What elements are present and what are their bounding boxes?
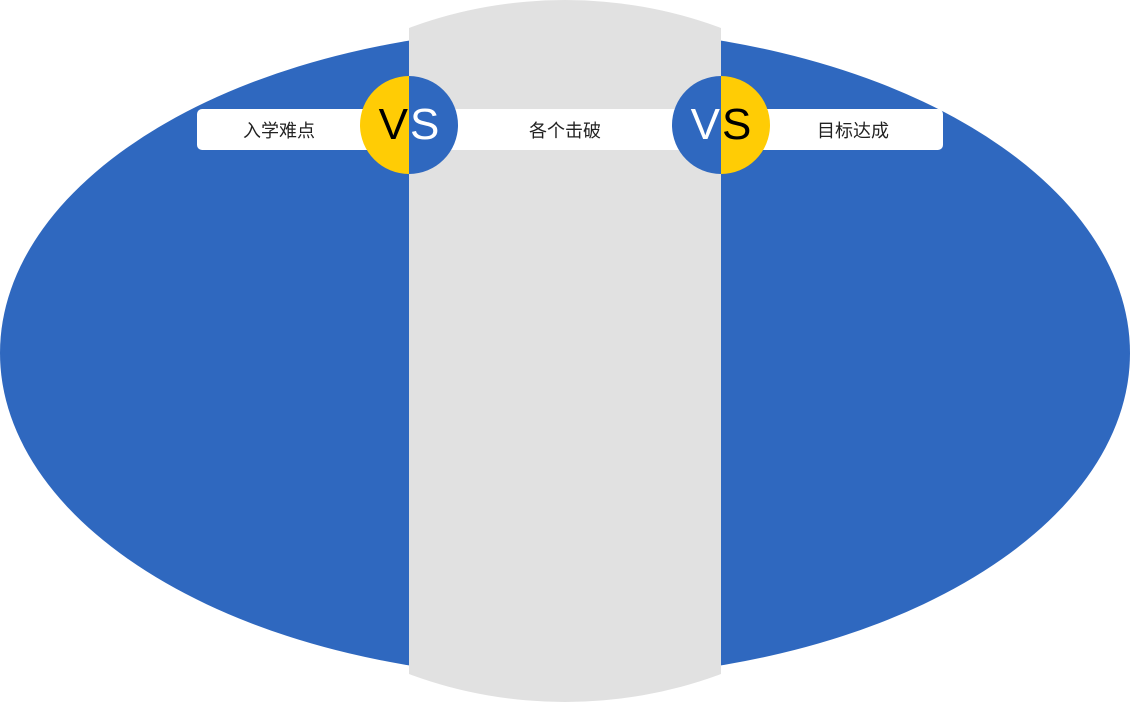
vs-badge-left: V S [360,76,458,174]
left-blue-section [0,40,409,666]
label-text: 目标达成 [817,120,889,142]
label-text: 各个击破 [529,120,601,142]
label-breakthrough: 各个击破 [440,109,690,150]
label-text: 入学难点 [243,120,315,142]
center-gray-section [409,0,721,702]
vs-badge-right: V S [672,76,770,174]
right-blue-section [721,40,1130,666]
